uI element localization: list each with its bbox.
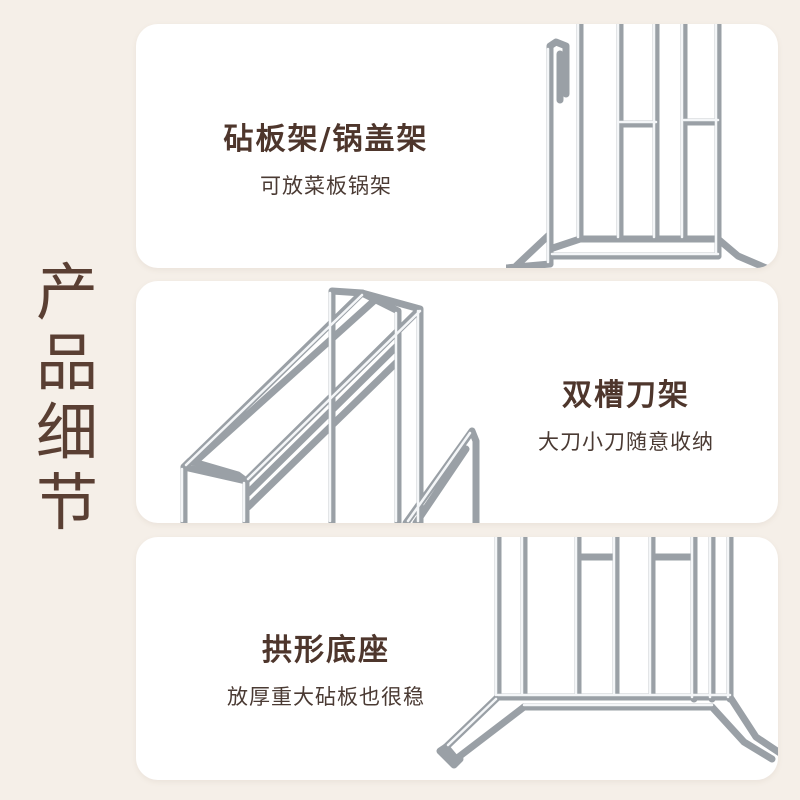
- feature-card-arched-base: 拱形底座 放厚重大砧板也很稳: [136, 537, 778, 780]
- feature-subtitle: 大刀小刀随意收纳: [538, 430, 714, 454]
- feature-text: 拱形底座 放厚重大砧板也很稳: [176, 625, 476, 711]
- feature-card-cutting-board: 砧板架/锅盖架 可放菜板锅架: [136, 24, 778, 268]
- feature-text: 砧板架/锅盖架 可放菜板锅架: [176, 114, 476, 200]
- feature-text: 双槽刀架 大刀小刀随意收纳: [496, 370, 756, 456]
- side-title: 产 品 细 节: [22, 258, 112, 538]
- arched-base-detail-icon: [436, 537, 778, 769]
- side-title-char: 细: [35, 396, 98, 469]
- side-title-char: 品: [35, 326, 98, 399]
- feature-card-knife-slot: 双槽刀架 大刀小刀随意收纳: [136, 281, 778, 523]
- side-title-char: 节: [35, 466, 98, 539]
- rack-top-detail-icon: [506, 24, 770, 268]
- feature-heading: 拱形底座: [262, 633, 390, 668]
- feature-heading: 双槽刀架: [562, 378, 690, 413]
- knife-slot-detail-icon: [180, 287, 480, 523]
- side-title-char: 产: [35, 256, 98, 329]
- feature-subtitle: 可放菜板锅架: [260, 174, 392, 198]
- feature-subtitle: 放厚重大砧板也很稳: [227, 685, 425, 709]
- feature-heading: 砧板架/锅盖架: [223, 122, 429, 157]
